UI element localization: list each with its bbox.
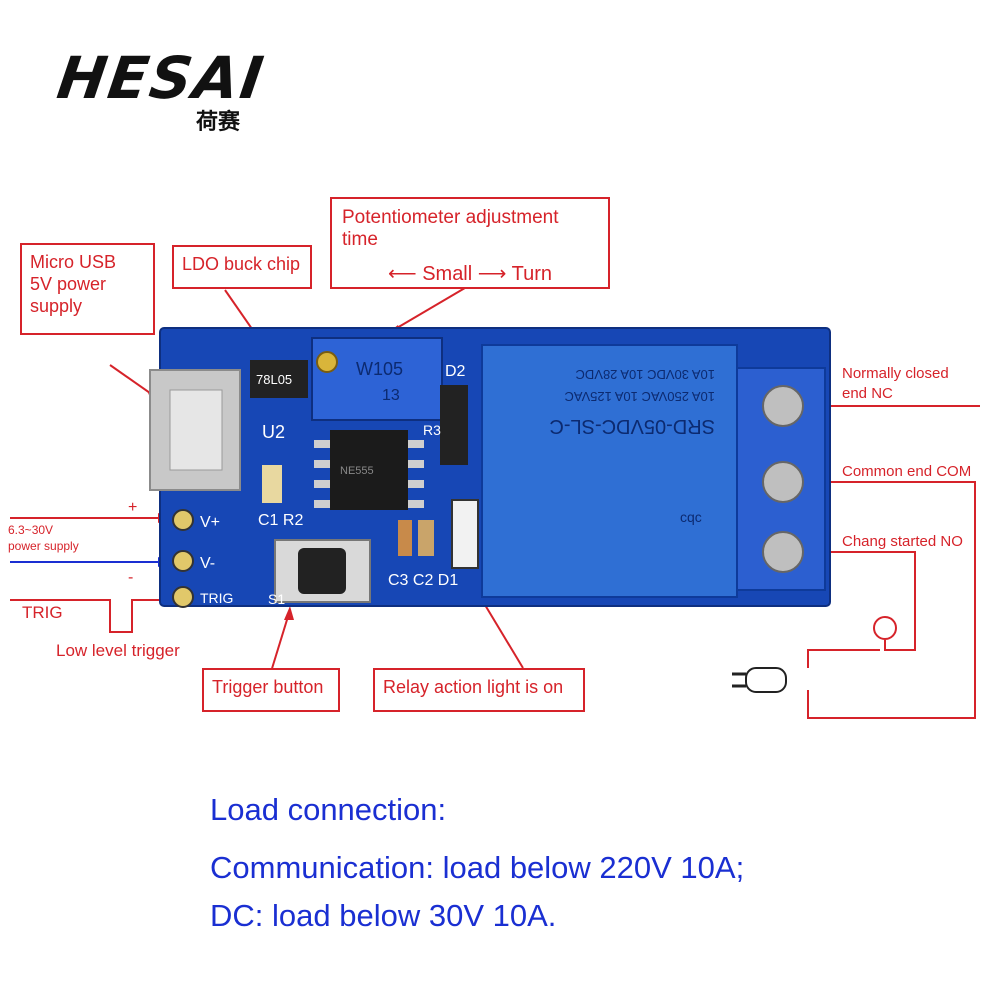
trigger-arrow-line (269, 609, 291, 676)
pin-vplus-label: V+ (200, 514, 220, 531)
pin-trig-label: TRIG (200, 590, 233, 606)
potentiometer-callout: Potentiometer adjustment time ⟵ Small ⟶ … (330, 197, 610, 289)
no-label: Chang started NO (842, 533, 963, 550)
potentiometer (311, 337, 443, 421)
ldo-callout-text: LDO buck chip (182, 254, 301, 274)
nc-label-line2: end NC (842, 385, 893, 402)
ne555-label: NE555 (340, 465, 374, 477)
u2-label: U2 (262, 422, 285, 442)
plug-line (807, 649, 880, 668)
relay-light-callout-text: Relay action light is on (383, 677, 564, 697)
c1r2-label: C1 R2 (258, 512, 303, 529)
s1-label: S1 (268, 591, 285, 607)
note-line1: Load connection: (210, 792, 447, 827)
pot-code-label: W105 (356, 359, 403, 379)
d2-label: D2 (445, 363, 466, 380)
ne555-chip (330, 430, 408, 510)
relay-rating-line1: 10A 250VAC 10A 125VAC (564, 389, 715, 404)
pot-num-label: 13 (382, 387, 400, 404)
minus-label: - (128, 569, 133, 586)
potentiometer-direction: ⟵ Small ⟶ Turn (342, 263, 598, 285)
plug-icon (732, 667, 787, 693)
trig-label: TRIG (22, 603, 63, 622)
brand-chinese-name: 荷赛 (196, 110, 241, 135)
diode-d2 (440, 385, 468, 465)
micro-usb-line1: Micro USB (30, 252, 117, 272)
plus-label: + (128, 499, 137, 516)
chip-78l05-label: 78L05 (256, 372, 292, 387)
terminal-screw-no (762, 531, 804, 573)
note-line3: DC: load below 30V 10A. (210, 898, 557, 933)
com-line (800, 481, 976, 719)
c3c2d1-label: C3 C2 D1 (388, 572, 458, 589)
note-line2: Communication: load below 220V 10A; (210, 850, 745, 885)
relay-light-callout: Relay action light is on (373, 668, 585, 712)
supply-text-label: power supply (8, 539, 79, 553)
capacitor-c2 (418, 520, 434, 556)
trigger-button-callout: Trigger button (202, 668, 340, 712)
potentiometer-screw (316, 351, 338, 373)
potentiometer-title: Potentiometer adjustment time (342, 207, 559, 250)
capacitor-c3 (398, 520, 412, 556)
micro-usb-line2: 5V power (30, 274, 107, 294)
pin-trig (172, 586, 194, 608)
left-turn-arrow-icon: ⟵ (387, 263, 417, 285)
bulb-icon (873, 616, 897, 640)
led-d1 (451, 499, 479, 569)
potentiometer-small: Small (422, 263, 473, 285)
pot-arrow-line (384, 284, 471, 336)
right-turn-arrow-icon: ⟶ (477, 263, 507, 285)
trigger-arrowhead (284, 606, 294, 620)
trigger-button-callout-text: Trigger button (212, 677, 324, 697)
micro-usb-line3: supply (30, 296, 83, 316)
no-line (800, 551, 916, 651)
micro-usb-callout: Micro USB 5V power supply (20, 243, 155, 335)
terminal-screw-nc (762, 385, 804, 427)
pin-vminus (172, 550, 194, 572)
ldo-callout: LDO buck chip (172, 245, 312, 289)
trig-line (10, 599, 168, 633)
potentiometer-turn: Turn (511, 263, 553, 285)
pin-vminus-label: V- (200, 555, 215, 572)
r3-label: R3 (423, 422, 441, 438)
trigger-button-cap (298, 548, 346, 594)
terminal-screw-com (762, 461, 804, 503)
capacitor-c1 (262, 465, 282, 503)
relay-cqc-mark: cqc (680, 509, 702, 525)
supply-range-label: 6.3~30V (8, 523, 53, 537)
relay-body (481, 344, 738, 598)
nc-label-line1: Normally closed (842, 365, 949, 382)
pin-vplus (172, 509, 194, 531)
com-label: Common end COM (842, 463, 971, 480)
low-level-label: Low level trigger (56, 641, 180, 660)
ldo-chip (250, 360, 308, 398)
relay-model-label: SRD-05VDC-SL-C (549, 415, 715, 437)
relay-rating-line2: 10A 30VDC 10A 28VDC (576, 367, 715, 382)
brand-logo: HESAI 荷赛 (53, 44, 269, 138)
